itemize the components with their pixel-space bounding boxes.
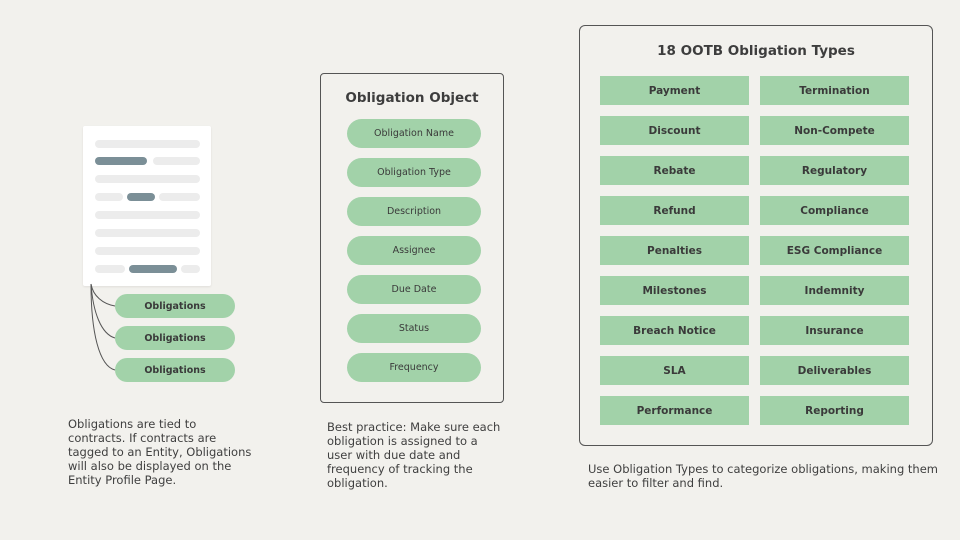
type-cell: Milestones: [600, 276, 749, 305]
doc-highlight-line: [127, 193, 155, 201]
type-cell: Performance: [600, 396, 749, 425]
doc-line: [95, 229, 200, 237]
type-cell: Refund: [600, 196, 749, 225]
doc-line: [159, 193, 200, 201]
type-cell: Insurance: [760, 316, 909, 345]
caption-line: tagged to an Entity, Obligations: [68, 445, 252, 459]
contract-document-illustration: [83, 126, 211, 286]
field-pill: Due Date: [347, 275, 481, 304]
caption-line: easier to filter and find.: [588, 476, 724, 490]
caption-line: Entity Profile Page.: [68, 473, 177, 487]
caption-line: obligation is assigned to a: [327, 434, 478, 448]
type-cell: ESG Compliance: [760, 236, 909, 265]
right-caption: Use Obligation Types to categorize oblig…: [588, 462, 938, 490]
type-cell: Regulatory: [760, 156, 909, 185]
doc-line: [181, 265, 200, 273]
type-cell: Penalties: [600, 236, 749, 265]
obligation-object-card: Obligation Object Obligation Name Obliga…: [320, 73, 504, 403]
field-pill: Description: [347, 197, 481, 226]
field-pill: Status: [347, 314, 481, 343]
type-cell: Rebate: [600, 156, 749, 185]
caption-line: obligation.: [327, 476, 388, 490]
caption-line: Best practice: Make sure each: [327, 420, 501, 434]
doc-highlight-line: [129, 265, 177, 273]
caption-line: user with due date and: [327, 448, 461, 462]
field-pill: Obligation Type: [347, 158, 481, 187]
doc-line: [95, 140, 200, 148]
type-cell: SLA: [600, 356, 749, 385]
doc-line: [153, 157, 200, 165]
obligations-tag: Obligations: [115, 326, 235, 350]
field-pill: Frequency: [347, 353, 481, 382]
type-cell: Indemnity: [760, 276, 909, 305]
caption-line: Obligations are tied to: [68, 417, 197, 431]
type-cell: Compliance: [760, 196, 909, 225]
type-cell: Non-Compete: [760, 116, 909, 145]
type-cell: Reporting: [760, 396, 909, 425]
doc-line: [95, 247, 200, 255]
caption-line: contracts. If contracts are: [68, 431, 217, 445]
field-pill: Obligation Name: [347, 119, 481, 148]
type-cell: Deliverables: [760, 356, 909, 385]
doc-line: [95, 265, 125, 273]
caption-line: Use Obligation Types to categorize oblig…: [588, 462, 938, 476]
obligations-tag: Obligations: [115, 358, 235, 382]
obligation-types-title: 18 OOTB Obligation Types: [657, 43, 855, 59]
doc-line: [95, 175, 200, 183]
obligations-tag: Obligations: [115, 294, 235, 318]
middle-caption: Best practice: Make sure each obligation…: [327, 420, 517, 490]
type-cell: Payment: [600, 76, 749, 105]
obligation-object-title: Obligation Object: [345, 90, 479, 106]
obligation-connector-lines: [90, 283, 116, 371]
doc-line: [95, 211, 200, 219]
left-caption: Obligations are tied to contracts. If co…: [68, 417, 268, 487]
caption-line: will also be displayed on the: [68, 459, 232, 473]
doc-highlight-line: [95, 157, 147, 165]
type-cell: Discount: [600, 116, 749, 145]
obligation-types-card: 18 OOTB Obligation Types Payment Discoun…: [579, 25, 933, 446]
doc-line: [95, 193, 123, 201]
caption-line: frequency of tracking the: [327, 462, 473, 476]
field-pill: Assignee: [347, 236, 481, 265]
type-cell: Breach Notice: [600, 316, 749, 345]
type-cell: Termination: [760, 76, 909, 105]
